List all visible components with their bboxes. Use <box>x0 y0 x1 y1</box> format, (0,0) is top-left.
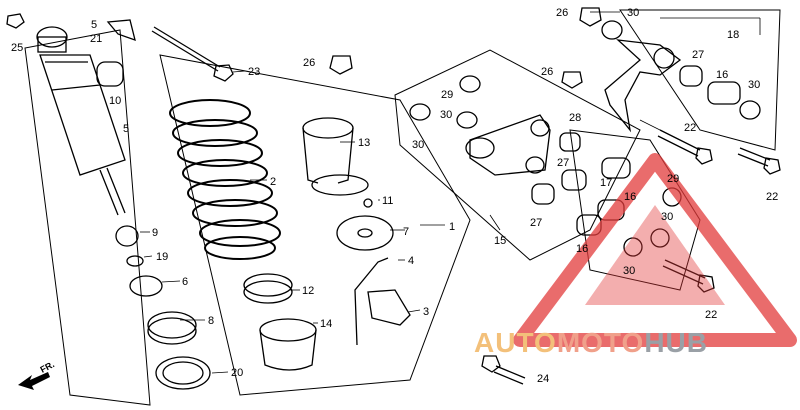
collar-10 <box>96 61 124 87</box>
seal-30a <box>409 103 431 121</box>
callout-26-b: 26 <box>541 66 553 78</box>
callout-17: 17 <box>600 177 612 189</box>
callout-16-a: 16 <box>716 69 728 81</box>
seal-30c <box>739 100 761 120</box>
spring-ring-12 <box>243 273 293 297</box>
bushing-27a <box>561 169 587 191</box>
bushing-27c <box>679 65 703 87</box>
callout-30-f: 30 <box>623 265 635 277</box>
callout-30-e: 30 <box>661 211 673 223</box>
washer <box>155 356 211 390</box>
callout-26-c: 26 <box>556 7 568 19</box>
callout-10: 10 <box>109 95 121 107</box>
callout-15: 15 <box>494 235 506 247</box>
bushing-27b <box>531 183 555 205</box>
callout-29-a: 29 <box>441 89 453 101</box>
stopper-ring <box>126 255 144 267</box>
callout-28: 28 <box>569 112 581 124</box>
bump-rubber <box>115 225 139 247</box>
bolt-22c <box>662 259 715 293</box>
callout-1: 1 <box>449 221 455 233</box>
nut-26 <box>329 55 353 75</box>
nut-25 <box>6 13 25 29</box>
hose-4 <box>354 257 389 346</box>
link-arm-18 <box>601 20 682 133</box>
brand-part-auto: AUTO <box>474 327 557 358</box>
callout-23: 23 <box>248 66 260 78</box>
seal-30d <box>650 228 670 248</box>
callout-20: 20 <box>231 367 243 379</box>
bolt-23 <box>151 26 234 82</box>
watermark-brand-text: AUTO MOTO HUB <box>474 326 708 360</box>
callout-19: 19 <box>156 251 168 263</box>
callout-26-a: 26 <box>303 57 315 69</box>
callout-16-b: 16 <box>624 191 636 203</box>
brand-part-moto: MOTO <box>556 327 645 358</box>
callout-16-c: 16 <box>576 243 588 255</box>
callout-22-c: 22 <box>705 309 717 321</box>
callout-8: 8 <box>208 315 214 327</box>
shock-absorber <box>36 26 126 216</box>
callout-14: 14 <box>320 318 332 330</box>
callout-7: 7 <box>403 226 409 238</box>
lower-spring-seat <box>147 311 197 339</box>
callout-2: 2 <box>270 176 276 188</box>
spring-seat-ring <box>129 275 163 297</box>
callout-5-top: 5 <box>91 19 97 31</box>
link-15 <box>465 114 551 176</box>
arm-group-frame <box>619 9 781 151</box>
callout-9: 9 <box>152 227 158 239</box>
brand-part-hub: HUB <box>644 327 708 358</box>
callout-22-b: 22 <box>766 191 778 203</box>
callout-27-c: 27 <box>530 217 542 229</box>
seal-30b <box>456 111 478 129</box>
callout-11: 11 <box>382 195 393 207</box>
callout-30-a: 30 <box>627 7 639 19</box>
callout-25: 25 <box>11 42 23 54</box>
callout-21: 21 <box>90 33 102 45</box>
seal-29 <box>459 75 481 93</box>
callout-30-c: 30 <box>412 139 424 151</box>
callout-3: 3 <box>423 306 429 318</box>
callout-30-d: 30 <box>748 79 760 91</box>
callout-29-b: 29 <box>667 173 679 185</box>
seal-30e <box>623 237 643 257</box>
bracket-21 <box>106 19 136 42</box>
nut-26c <box>579 7 602 27</box>
callout-24: 24 <box>537 373 549 385</box>
callout-30-b: 30 <box>440 109 452 121</box>
bracket-3 <box>367 289 411 326</box>
bolt-22a <box>657 129 713 165</box>
front-direction-arrow <box>18 372 50 390</box>
callout-18: 18 <box>727 29 739 41</box>
callout-22-a: 22 <box>684 122 696 134</box>
linkage-group-frame <box>394 49 641 261</box>
nut-26b <box>561 71 583 89</box>
spring-guide-14 <box>259 318 317 342</box>
bolt-24 <box>481 355 526 385</box>
callout-13: 13 <box>358 137 370 149</box>
coil-spring <box>169 99 281 260</box>
callout-4: 4 <box>408 255 414 267</box>
watermark-logo <box>513 153 797 347</box>
bushing-16a <box>707 81 741 105</box>
bushing-28 <box>559 132 581 152</box>
spring-group-frame <box>159 54 471 396</box>
washer-7 <box>336 215 394 251</box>
callout-12: 12 <box>302 285 314 297</box>
bolt-22b <box>737 147 781 175</box>
callout-27-a: 27 <box>692 49 704 61</box>
shock-group-frame <box>24 29 151 406</box>
bolt-11 <box>363 198 373 208</box>
callout-27-b: 27 <box>557 157 569 169</box>
bushing-17 <box>601 157 631 179</box>
callout-6: 6 <box>182 276 188 288</box>
spring-seat-13 <box>302 117 369 196</box>
callout-5: 5 <box>123 123 129 135</box>
